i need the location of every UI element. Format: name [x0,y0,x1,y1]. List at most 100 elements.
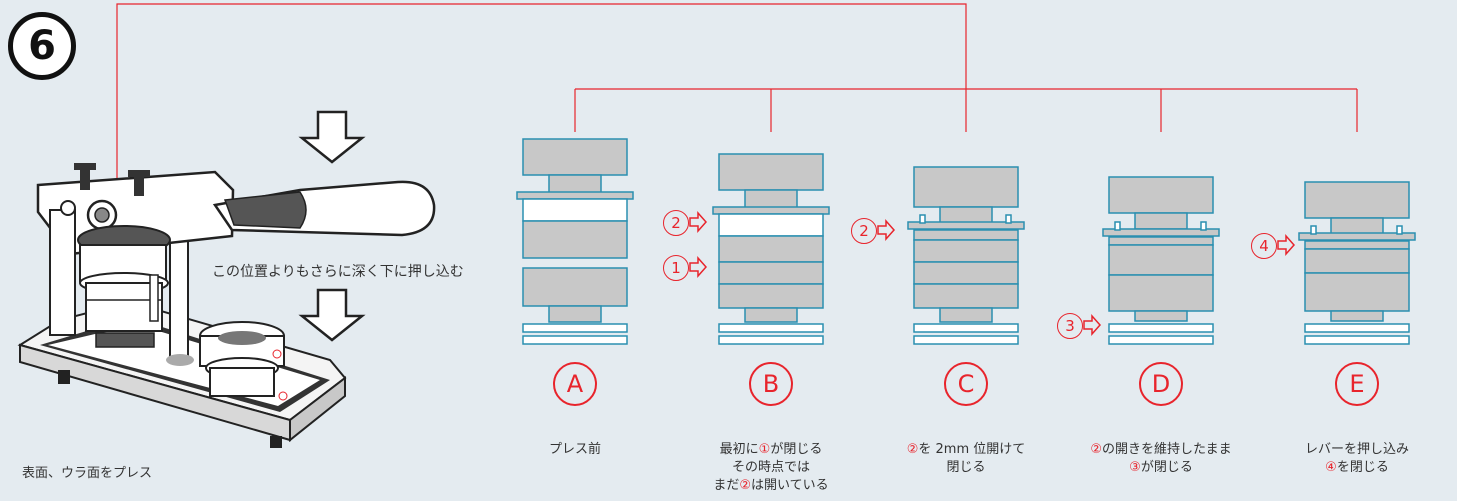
pin-0-0 [919,214,926,224]
stack-D-part-0 [1108,176,1214,214]
caption-fragment: その時点では [731,460,810,475]
caption-fragment: ② [906,442,919,457]
stage-stacks [516,138,1416,345]
down-arrow-icon [298,110,366,164]
stack-B-part-9 [718,335,824,345]
stack-E-part-2 [1298,232,1416,241]
press-instruction: この位置よりもさらに深く下に押し込む [212,264,464,280]
marker-e: 4 [1251,233,1277,259]
stage-caption-E: レバーを押し込み ④を閉じる [1257,441,1457,477]
pin-2-0 [1310,225,1317,235]
stack-A-part-2 [516,191,634,200]
caption-fragment: の開きを維持したまま [1102,442,1232,457]
stack-A-part-1 [548,174,602,194]
stack-E-part-8 [1304,335,1410,345]
stack-D-part-1 [1134,212,1188,230]
caption-fragment: が閉じる [770,442,823,457]
stack-C-part-4 [913,239,1019,263]
caption-fragment: ② [739,478,752,493]
stage-letter-B: B [749,362,793,406]
stack-E-part-0 [1304,181,1410,219]
stage-caption-A: プレス前 [475,441,675,459]
stack-C-part-3 [913,229,1019,241]
stack-D-part-5 [1108,274,1214,312]
stack-C-part-1 [939,206,993,224]
pin-2-1 [1396,225,1403,235]
stack-C-part-6 [913,283,1019,309]
right-arrow-icon [689,211,708,233]
marker-b-bottom: 1 [663,255,689,281]
stack-A-part-8 [522,335,628,345]
stack-A-part-5 [522,267,628,307]
caption-fragment: を 2mm 位開けて [918,442,1026,457]
caption-fragment: レバーを押し込み [1304,442,1409,457]
stack-E-part-3 [1304,240,1410,250]
stack-B-part-3 [718,213,824,237]
stack-A-part-0 [522,138,628,176]
down-arrow-icon [298,288,366,342]
stack-E-part-6 [1330,310,1384,322]
stack-B-part-5 [718,261,824,285]
stack-B-part-4 [718,235,824,263]
pin-1-0 [1114,221,1121,231]
caption-fragment: ④ [1325,460,1337,475]
stack-D-part-7 [1108,323,1214,333]
stack-E-part-1 [1330,217,1384,235]
step-number-badge: 6 [8,12,76,80]
stage-letter-D: D [1139,362,1183,406]
stack-B-part-8 [718,323,824,333]
stack-D-part-6 [1134,310,1188,322]
stack-C-part-0 [913,166,1019,208]
stack-A-part-4 [522,220,628,259]
stack-A-part-3 [522,198,628,222]
stack-C-part-2 [907,221,1025,230]
stage-letter-E: E [1335,362,1379,406]
caption-fragment: ② [1090,442,1103,457]
stage-caption-B: 最初に①が閉じるその時点ではまだ②は開いている [671,441,871,495]
stage-letter-A: A [553,362,597,406]
stack-C-part-9 [913,335,1019,345]
caption-fragment: ① [758,442,771,457]
right-arrow-icon [1083,314,1102,336]
stack-B-part-6 [718,283,824,309]
stack-B-part-7 [744,307,798,323]
marker-d: 3 [1057,313,1083,339]
caption-fragment: 閉じる [946,460,986,475]
press-machine-illustration [17,163,436,448]
caption-fragment: まだ [713,478,740,493]
caption-fragment: 最初に [719,442,759,457]
pin-1-1 [1200,221,1207,231]
stack-E-part-5 [1304,272,1410,312]
stage-letter-C: C [944,362,988,406]
stack-B-part-2 [712,206,830,215]
stack-C-part-8 [913,323,1019,333]
stack-D-part-2 [1102,228,1220,237]
marker-c: 2 [851,218,877,244]
right-arrow-icon [877,219,896,241]
stack-C-part-7 [939,307,993,323]
caption-fragment: が閉じる [1140,460,1193,475]
marker-b-top: 2 [663,210,689,236]
stack-A-part-6 [548,305,602,323]
stack-E-part-4 [1304,248,1410,274]
pin-0-1 [1005,214,1012,224]
stack-A-part-7 [522,323,628,333]
right-arrow-icon [689,256,708,278]
caption-fragment: は開いている [751,478,829,493]
caption-fragment: を閉じる [1336,460,1389,475]
caption-fragment: ③ [1129,460,1141,475]
stack-C-part-5 [913,261,1019,285]
machine-caption: 表面、ウラ面をプレス [22,466,153,481]
stack-D-part-8 [1108,335,1214,345]
caption-fragment: プレス前 [548,442,601,457]
stack-B-part-0 [718,153,824,191]
right-arrow-icon [1277,234,1296,256]
stack-E-part-7 [1304,323,1410,333]
stack-D-part-3 [1108,236,1214,246]
stage-caption-D: ②の開きを維持したまま ③が閉じる [1061,441,1261,477]
connector-lines [116,3,1358,262]
stack-D-part-4 [1108,244,1214,276]
stage-caption-C: ②を 2mm 位開けて閉じる [866,441,1066,477]
